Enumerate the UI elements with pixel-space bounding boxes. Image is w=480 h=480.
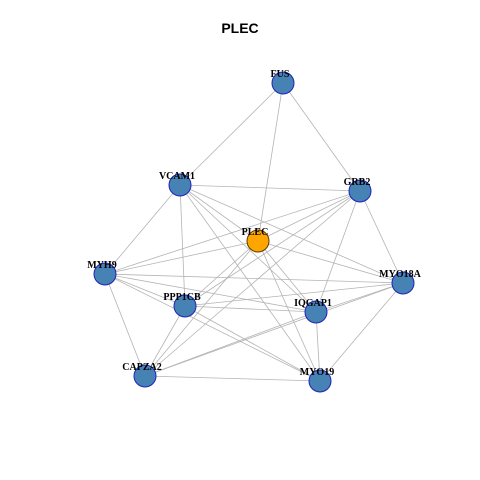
edge-ppp1cb-myo19 (184, 305, 321, 382)
edge-plec-capza2 (144, 240, 259, 377)
node-label-iqgap1: IQGAP1 (294, 298, 332, 309)
node-label-vcam1: VCAM1 (159, 171, 195, 182)
edge-vcam1-ppp1cb (179, 184, 186, 307)
node-myh9[interactable] (93, 262, 117, 286)
edge-capza2-myo19 (144, 375, 321, 382)
edge-grb2-myh9 (104, 190, 361, 275)
edge-vcam1-myh9 (104, 184, 181, 275)
edge-grb2-plec (257, 190, 361, 242)
edge-iqgap1-capza2 (144, 311, 317, 377)
edge-grb2-capza2 (144, 190, 361, 377)
node-label-myo18a: MYO18A (379, 269, 421, 280)
node-vcam1[interactable] (168, 173, 192, 197)
node-capza2[interactable] (133, 364, 157, 388)
edge-myh9-myo19 (104, 273, 321, 382)
node-grb2[interactable] (348, 179, 372, 203)
node-iqgap1[interactable] (304, 300, 328, 324)
edge-myh9-capza2 (104, 273, 146, 377)
edge-grb2-iqgap1 (315, 190, 361, 313)
node-fus[interactable] (271, 71, 295, 95)
node-plec[interactable] (246, 229, 270, 253)
edge-myh9-iqgap1 (104, 273, 317, 313)
node-label-fus: FUS (271, 69, 290, 80)
edge-vcam1-myo18a (179, 184, 404, 284)
edge-fus-grb2 (282, 82, 361, 192)
node-label-plec: PLEC (242, 227, 269, 238)
edge-grb2-ppp1cb (184, 190, 361, 307)
edge-myo18a-ppp1cb (184, 282, 404, 307)
node-myo18a[interactable] (391, 271, 415, 295)
edge-myh9-myo18a (104, 273, 404, 284)
edge-vcam1-grb2 (179, 184, 361, 192)
edge-iqgap1-myo19 (315, 311, 321, 382)
edge-vcam1-iqgap1 (179, 184, 317, 313)
edge-myo18a-myo19 (319, 282, 404, 382)
edge-myh9-ppp1cb (104, 273, 186, 307)
edge-vcam1-myo19 (179, 184, 321, 382)
edge-plec-ppp1cb (184, 240, 259, 307)
node-label-grb2: GRB2 (344, 177, 371, 188)
edge-ppp1cb-capza2 (144, 305, 186, 377)
edge-grb2-myo18a (359, 190, 404, 284)
node-label-capza2: CAPZA2 (122, 362, 161, 373)
edge-plec-myh9 (104, 240, 259, 275)
node-label-myo19: MYO19 (300, 367, 334, 378)
node-myo19[interactable] (308, 369, 332, 393)
edge-fus-vcam1 (179, 82, 284, 186)
node-label-myh9: MYH9 (87, 260, 116, 271)
node-label-ppp1cb: PPP1CB (163, 292, 201, 303)
edge-myo18a-capza2 (144, 282, 404, 377)
node-ppp1cb[interactable] (173, 294, 197, 318)
edge-plec-myo18a (257, 240, 404, 284)
edge-plec-iqgap1 (257, 240, 317, 313)
edge-ppp1cb-iqgap1 (184, 305, 317, 313)
figure-title: PLEC (221, 20, 259, 36)
edge-layer (104, 82, 404, 382)
edge-fus-plec (257, 82, 284, 242)
node-layer (93, 71, 415, 393)
edge-vcam1-plec (179, 184, 259, 242)
